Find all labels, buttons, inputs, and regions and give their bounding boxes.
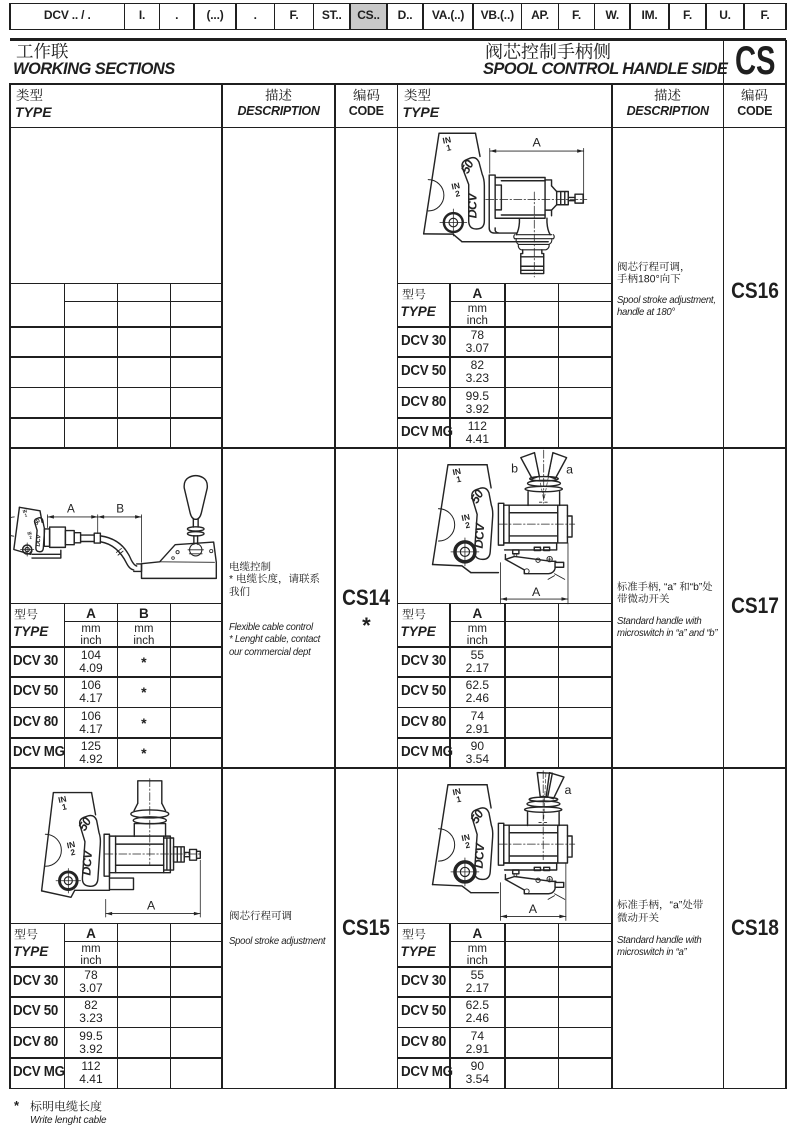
svg-text:2: 2: [29, 535, 33, 541]
svg-text:2: 2: [464, 519, 471, 530]
svg-text:IN: IN: [461, 512, 471, 524]
svg-text:DCV: DCV: [36, 533, 43, 546]
svg-text:1: 1: [455, 794, 462, 805]
svg-text:B: B: [116, 503, 124, 516]
svg-text:50: 50: [468, 807, 487, 826]
svg-text:IN: IN: [442, 134, 452, 146]
svg-text:50: 50: [468, 487, 487, 506]
svg-text:1: 1: [61, 802, 68, 812]
svg-text:IN: IN: [451, 180, 461, 192]
svg-text:A: A: [533, 136, 542, 150]
svg-text:DCV: DCV: [466, 192, 480, 219]
svg-text:IN: IN: [22, 508, 27, 514]
svg-text:A: A: [532, 585, 541, 599]
svg-text:A: A: [67, 503, 75, 516]
svg-text:IN: IN: [27, 530, 32, 536]
svg-text:50: 50: [34, 517, 43, 526]
svg-text:a: a: [565, 783, 572, 797]
svg-text:A: A: [529, 902, 538, 916]
svg-text:1: 1: [24, 512, 28, 518]
svg-text:50: 50: [75, 815, 94, 834]
svg-text:2: 2: [70, 848, 77, 858]
svg-text:1: 1: [445, 142, 452, 153]
svg-text:IN: IN: [452, 786, 462, 798]
svg-text:DCV: DCV: [472, 841, 488, 869]
svg-text:2: 2: [464, 840, 471, 851]
svg-text:IN: IN: [452, 466, 462, 478]
svg-text:DCV: DCV: [79, 848, 95, 876]
svg-text:1: 1: [455, 474, 462, 485]
svg-text:50: 50: [458, 158, 477, 176]
svg-text:a: a: [566, 462, 573, 476]
svg-text:b: b: [511, 461, 518, 475]
svg-text:IN: IN: [57, 794, 67, 805]
svg-text:2: 2: [454, 188, 461, 199]
svg-text:IN: IN: [461, 832, 471, 844]
svg-text:A: A: [147, 899, 156, 913]
svg-text:DCV: DCV: [472, 521, 488, 549]
svg-text:IN: IN: [66, 840, 76, 851]
